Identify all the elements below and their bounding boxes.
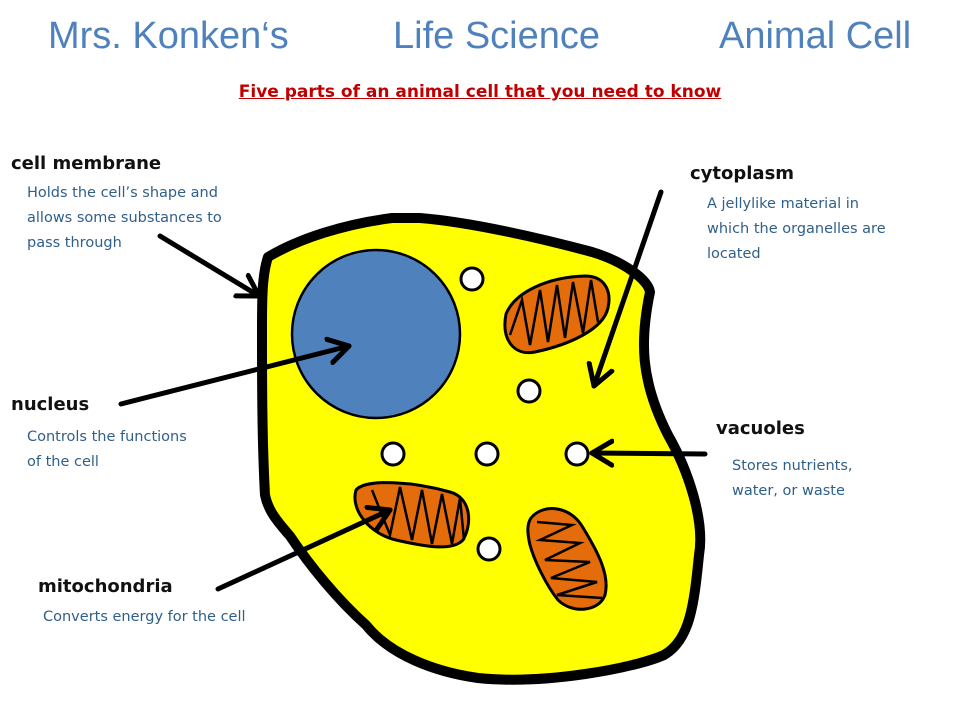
nucleus-description: Controls the functions of the cell [27, 425, 187, 475]
description-line: Stores nutrients, [732, 458, 853, 474]
vacuoles-description: Stores nutrients, water, or waste [732, 454, 853, 504]
arrow-cytoplasm [594, 189, 664, 389]
description-line: Converts energy for the cell [43, 609, 246, 625]
arrow-cell-membrane [157, 233, 262, 299]
vacuole [564, 441, 590, 467]
cytoplasm-label: cytoplasm [690, 163, 795, 184]
description-line: water, or waste [732, 483, 845, 499]
nucleus-shape [290, 248, 462, 420]
description-line: Holds the cell’s shape and [27, 185, 218, 201]
vacuole [380, 441, 406, 467]
cell-membrane-description: Holds the cell’s shape and allows some s… [27, 181, 222, 256]
description-line: located [707, 246, 761, 262]
mitochondria-description: Converts energy for the cell [43, 605, 246, 630]
nucleus-label: nucleus [11, 394, 90, 415]
mitochondrion [503, 274, 611, 355]
description-line: Controls the functions [27, 429, 187, 445]
vacuole [459, 266, 485, 292]
mitochondrion [526, 507, 608, 611]
description-line: allows some substances to [27, 210, 222, 226]
title-teacher: Mrs. Konken‘s [48, 15, 289, 57]
cytoplasm-description: A jellylike material in which the organe… [707, 192, 886, 267]
description-line: of the cell [27, 454, 99, 470]
description-line: which the organelles are [707, 221, 886, 237]
vacuole [474, 441, 500, 467]
description-line: A jellylike material in [707, 196, 859, 212]
cell-membrane-label: cell membrane [11, 153, 162, 174]
arrow-nucleus [118, 346, 352, 407]
arrow-mitochondria [215, 510, 393, 592]
mitochondria-label: mitochondria [38, 576, 173, 597]
title-topic: Animal Cell [719, 15, 912, 57]
vacuole [516, 378, 542, 404]
vacuoles-label: vacuoles [716, 418, 805, 439]
description-line: pass through [27, 235, 122, 251]
title-subject: Life Science [393, 15, 601, 57]
subtitle: Five parts of an animal cell that you ne… [238, 82, 722, 102]
vacuoles-group [380, 266, 590, 562]
arrow-vacuoles [589, 453, 708, 454]
vacuole [476, 536, 502, 562]
